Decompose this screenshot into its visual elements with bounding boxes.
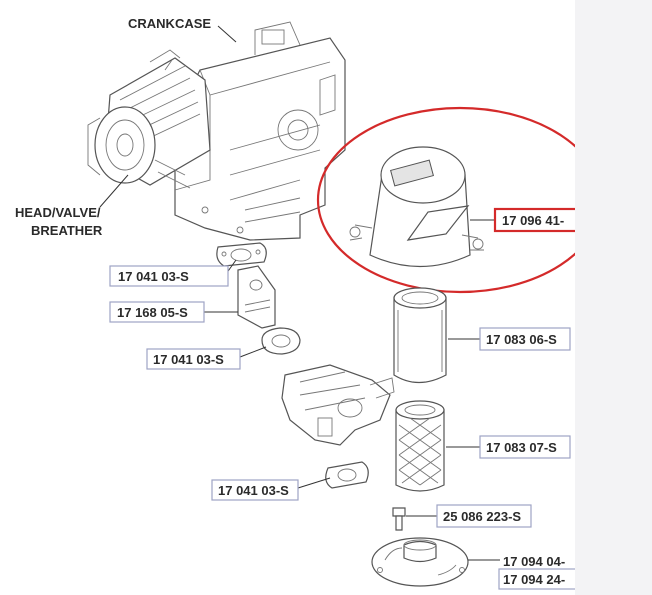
svg-text:17 041 03-S: 17 041 03-S xyxy=(153,352,224,367)
svg-text:17 094 04-: 17 094 04- xyxy=(503,554,565,569)
svg-text:17 083 07-S: 17 083 07-S xyxy=(486,440,557,455)
crankcase-label: CRANKCASE xyxy=(128,16,211,31)
head-valve-label: HEAD/VALVE/ xyxy=(15,205,101,220)
svg-text:17 168 05-S: 17 168 05-S xyxy=(117,305,188,320)
svg-text:17 041 03-S: 17 041 03-S xyxy=(218,483,289,498)
svg-text:17 083 06-S: 17 083 06-S xyxy=(486,332,557,347)
svg-text:17 094 24-: 17 094 24- xyxy=(503,572,565,587)
carburetor-drawing xyxy=(281,364,395,446)
right-side-panel xyxy=(575,0,652,595)
part-label-4-highlighted[interactable]: 17 096 41- xyxy=(493,207,575,233)
part-label-8[interactable]: 25 086 223-S xyxy=(436,504,532,528)
diagram-svg: CRANKCASE HEAD/VALVE/ BREATHER xyxy=(15,16,575,590)
pre-filter-sleeve xyxy=(393,287,447,384)
svg-text:25 086 223-S: 25 086 223-S xyxy=(443,509,521,524)
breather-label: BREATHER xyxy=(31,223,103,238)
part-label-9[interactable]: 17 094 04- xyxy=(503,554,565,569)
svg-text:17 096 41-: 17 096 41- xyxy=(502,213,564,228)
engine-drawing xyxy=(87,21,346,241)
part-label-7[interactable]: 17 041 03-S xyxy=(211,479,299,501)
part-label-10[interactable]: 17 094 24- xyxy=(498,568,575,590)
bracket-plate xyxy=(237,265,276,329)
filter-base-plate xyxy=(371,537,469,587)
part-label-6[interactable]: 17 083 07-S xyxy=(479,435,571,459)
part-label-5[interactable]: 17 083 06-S xyxy=(479,327,571,351)
part-label-1[interactable]: 17 041 03-S xyxy=(109,265,229,287)
air-filter-cover xyxy=(349,146,484,268)
part-label-2[interactable]: 17 168 05-S xyxy=(109,301,205,323)
svg-text:17 041 03-S: 17 041 03-S xyxy=(118,269,189,284)
gasket-3 xyxy=(325,461,369,489)
part-label-3[interactable]: 17 041 03-S xyxy=(146,348,241,370)
exploded-parts-diagram: CRANKCASE HEAD/VALVE/ BREATHER xyxy=(15,16,575,590)
highlight-ellipse xyxy=(316,106,575,294)
paper-filter-element xyxy=(395,400,445,492)
bolt xyxy=(392,507,406,531)
gasket-2 xyxy=(261,327,301,355)
gasket-1 xyxy=(216,242,267,267)
